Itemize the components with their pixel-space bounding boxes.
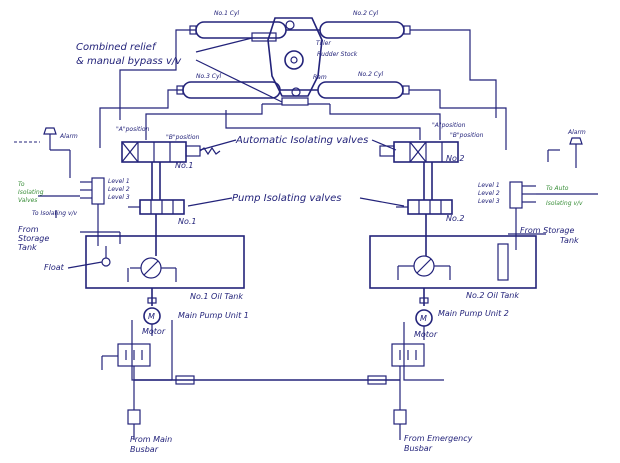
bus-right-1: From Emergency	[404, 434, 473, 443]
tiller-label: Tiller	[316, 40, 331, 47]
from-storage-right-1: From Storage	[520, 226, 575, 235]
cylinder-2-lower	[317, 81, 404, 99]
level-switch-right	[509, 181, 598, 250]
level-switch-left	[38, 177, 105, 246]
tiller-body	[267, 17, 323, 97]
auto-pointer-right	[371, 139, 397, 151]
motor-2: M	[403, 288, 444, 381]
bus-right-2: Busbar	[404, 444, 433, 453]
oil-tank-1-body	[85, 235, 245, 289]
bus-left-2: Busbar	[130, 445, 159, 454]
motor-1-m: M	[148, 312, 155, 321]
relief-bypass-valve	[251, 32, 277, 42]
pump-isolating-valve-1	[128, 199, 185, 215]
rudder-stock	[284, 50, 304, 70]
level1-right: Level 1	[478, 182, 500, 189]
oil-tank-2-body	[369, 235, 537, 289]
no2-pump-valve-label: No.2	[446, 214, 465, 223]
from-storage-left-3: Tank	[18, 243, 37, 252]
starter-2	[391, 343, 425, 410]
auto-isolating-valve-2	[379, 141, 459, 163]
level2-right: Level 2	[478, 190, 500, 197]
from-storage-left-2: Storage	[18, 234, 49, 243]
pump-unit-2-label: Main Pump Unit 2	[438, 309, 509, 318]
auto-isolating-label: Automatic Isolating valves	[235, 135, 368, 146]
motor-1-label: Motor	[142, 327, 166, 336]
float-label: Float	[44, 263, 65, 272]
alarm-left	[14, 127, 71, 178]
cylinder-assembly	[176, 17, 411, 106]
float-ball	[101, 257, 111, 267]
green-right-1: To Auto	[546, 185, 569, 192]
cylinder-piping	[99, 29, 507, 150]
level3-right: Level 3	[478, 198, 500, 205]
no1-pump-valve-label: No.1	[178, 217, 197, 226]
oil-tank-1	[80, 231, 245, 289]
pos-right-b: "B"position	[450, 132, 484, 139]
alarm-right-label: Alarm	[567, 129, 586, 136]
changeover-switch-left	[175, 375, 195, 385]
breaker-1	[127, 409, 141, 425]
cylinder-2-upper	[319, 21, 405, 39]
alarm-left-label: Alarm	[59, 133, 78, 140]
pump-pointer-left	[187, 197, 233, 207]
green-left-3: Valves	[18, 197, 37, 204]
cyl2-top-label: No.2 Cyl	[353, 10, 379, 17]
motor-2-label: Motor	[414, 330, 438, 339]
auto-isolating-valve-1	[121, 141, 221, 163]
bus-left-1: From Main	[130, 435, 172, 444]
to-isolating-left: To Isolating v/v	[32, 210, 78, 217]
from-storage-left-1: From	[18, 225, 39, 234]
level3-left: Level 3	[108, 194, 130, 201]
no1-valve-label: No.1	[175, 161, 194, 170]
pump-pointer-right	[359, 197, 405, 207]
alarm-right	[547, 137, 583, 168]
oil-tank-2-label: No.2 Oil Tank	[466, 291, 519, 300]
pos-left-a: "A"position	[116, 126, 150, 133]
from-storage-right-2: Tank	[560, 236, 579, 245]
cyl3-label: No.3 Cyl	[196, 73, 222, 80]
changeover-switch-right	[367, 375, 387, 385]
no2-valve-label: No.2	[446, 154, 465, 163]
rudder-stock-label: Rudder Stock	[317, 51, 358, 58]
oil-tank-1-label: No.1 Oil Tank	[190, 292, 243, 301]
relief-pointer	[195, 37, 253, 53]
starter-1	[101, 343, 151, 410]
green-left-2: Isolating	[18, 189, 44, 196]
pump-isolating-label: Pump Isolating valves	[232, 193, 342, 204]
level1-left: Level 1	[108, 178, 130, 185]
cyl2-bottom-label: No.2 Cyl	[358, 71, 384, 78]
motor-2-m: M	[420, 314, 427, 323]
cyl1-label: No.1 Cyl	[214, 10, 240, 17]
oil-tank-2	[369, 233, 546, 289]
level2-left: Level 2	[108, 186, 130, 193]
breaker-2	[393, 409, 407, 425]
pos-right-a: "A"position	[432, 122, 466, 129]
ram-label: Ram	[313, 74, 327, 81]
combined-relief-label: Combined relief	[76, 42, 157, 53]
pos-left-b: "B"position	[166, 134, 200, 141]
auto-pointer-left	[199, 139, 237, 151]
green-left-1: To	[18, 181, 25, 188]
cylinder-3	[182, 81, 281, 99]
manual-bypass-label: & manual bypass v/v	[76, 56, 182, 67]
pump-isolating-valve-2	[396, 199, 453, 215]
pump-unit-1-label: Main Pump Unit 1	[178, 311, 249, 320]
float-pointer	[67, 261, 103, 269]
green-right-2: Isolating v/v	[546, 200, 583, 207]
ram-relief-valve	[281, 97, 309, 106]
